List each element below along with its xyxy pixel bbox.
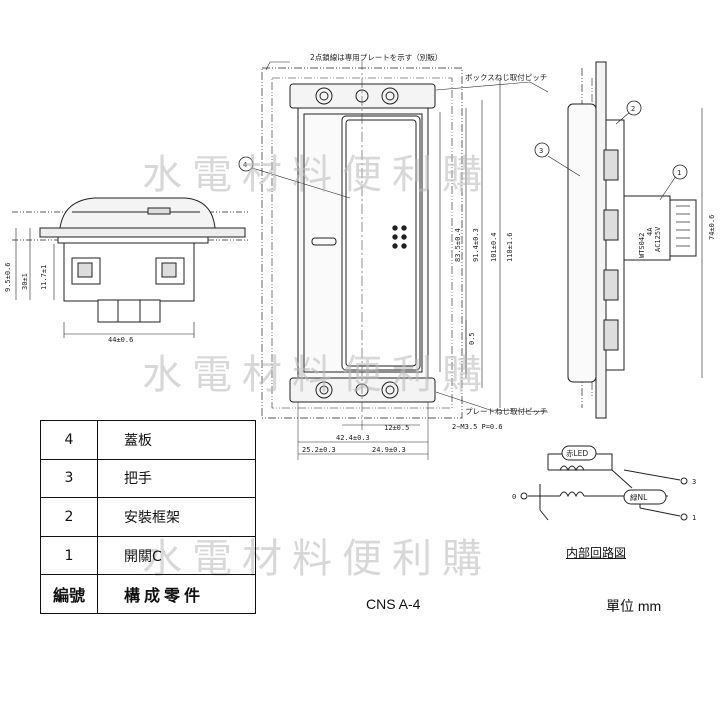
callout-3-label: 3 xyxy=(539,147,543,155)
dim-11-7: 11.7±1 xyxy=(40,265,48,290)
right-side-view xyxy=(547,61,703,419)
callout-1 xyxy=(672,164,688,180)
mark-voltage: AC125V xyxy=(654,226,662,252)
part-name: 蓋板 xyxy=(97,420,256,460)
callout-3 xyxy=(534,142,550,158)
callout-4-label: 4 xyxy=(243,161,247,169)
unit-label: 單位 mm xyxy=(606,598,662,614)
circuit-green-nl: 緑NL xyxy=(630,492,648,502)
table-row: 4 蓋板 xyxy=(40,420,256,460)
table-header-row: 編號 構成零件 xyxy=(40,574,256,614)
parts-table: 4 蓋板 3 把手 2 安裝框架 1 開關C 編號 構成零件 xyxy=(40,420,256,614)
part-name: 開關C xyxy=(97,535,256,576)
dim-screws: 2−M3.5 P=0.6 xyxy=(452,423,503,431)
callout-2-label: 2 xyxy=(631,105,635,113)
part-name: 把手 xyxy=(97,458,256,499)
dim-25-2: 25.2±0.3 xyxy=(302,446,336,454)
dim-101: 101±0.4 xyxy=(490,232,498,262)
mark-rating: 4A xyxy=(646,227,654,236)
dim-0-5: 0.5 xyxy=(468,332,476,345)
part-name: 安裝框架 xyxy=(97,497,256,537)
table-row: 2 安裝框架 xyxy=(40,497,256,537)
header-name: 構成零件 xyxy=(97,574,256,614)
dim-9-5: 9.5±0.6 xyxy=(4,262,12,292)
callout-1-label: 1 xyxy=(677,169,681,177)
part-number: 4 xyxy=(40,420,98,460)
dim-44: 44±0.6 xyxy=(108,336,133,344)
part-number: 1 xyxy=(40,535,98,576)
dim-42-4: 42.4±0.3 xyxy=(336,434,370,442)
callout-2 xyxy=(626,100,642,116)
part-number: 2 xyxy=(40,497,98,537)
circuit-diagram xyxy=(520,445,688,521)
watermark-middle: 水電材料便利購 xyxy=(142,352,492,398)
dim-30: 30±1 xyxy=(21,273,29,290)
dim-12: 12±0.5 xyxy=(384,424,409,432)
circuit-red-led: 赤LED xyxy=(566,449,588,458)
dim-83-5: 83.5±0.4 xyxy=(454,228,462,262)
table-row: 1 開關C xyxy=(40,535,256,576)
part-number: 3 xyxy=(40,458,98,499)
standard-label: CNS A-4 xyxy=(366,596,421,612)
circuit-terminal-3: 3 xyxy=(692,478,696,486)
front-view xyxy=(261,60,549,460)
watermark-top: 水電材料便利購 xyxy=(142,152,492,198)
table-row: 3 把手 xyxy=(40,458,256,499)
circuit-terminal-0: 0 xyxy=(512,493,516,501)
side-view xyxy=(12,197,248,338)
note-plate-two-dot: 2点鎖線は専用プレートを示す（別販） xyxy=(310,52,442,62)
dim-74: 74±0.6 xyxy=(708,215,716,240)
callout-4 xyxy=(238,156,351,199)
dim-91-4: 91.4±0.3 xyxy=(472,228,480,262)
header-number: 編號 xyxy=(40,574,98,614)
dim-24-9: 24.9±0.3 xyxy=(372,446,406,454)
note-plate-screw-pitch: プレートねじ取付ピッチ xyxy=(465,406,548,416)
dim-110: 110±1.6 xyxy=(506,232,514,262)
mark-model: WTS042 xyxy=(638,233,646,258)
circuit-title: 内部回路図 xyxy=(566,546,627,560)
circuit-terminal-1: 1 xyxy=(692,514,696,522)
note-box-screw-pitch: ボックスねじ取付ピッチ xyxy=(465,72,547,82)
